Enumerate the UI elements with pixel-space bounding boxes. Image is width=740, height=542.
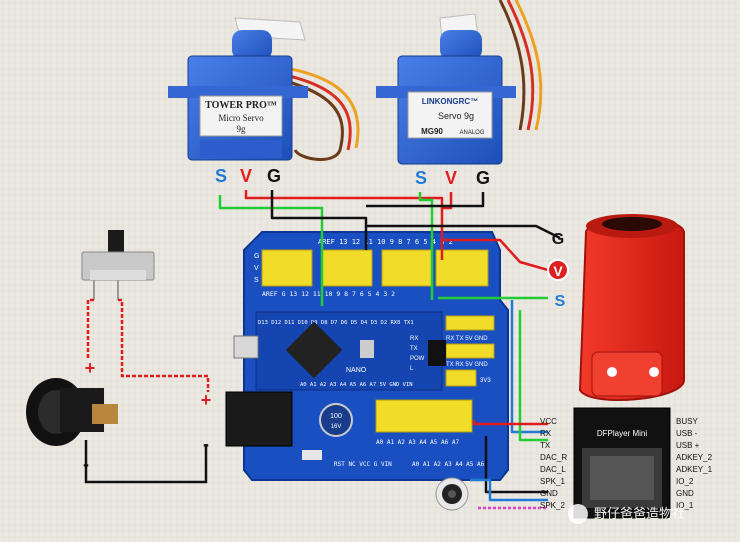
capacitor-voltage: 16V xyxy=(331,424,342,430)
switch-minus-label: - xyxy=(83,454,89,474)
serial-labels-top: RX TX 5V GND xyxy=(446,336,488,342)
nano-shield-board: AREF 13 12 11 10 9 8 7 6 5 4 3 2 G V S A… xyxy=(225,231,509,481)
df-pin-busy: BUSY xyxy=(676,417,698,426)
df-pin-tx: TX xyxy=(540,441,551,450)
switch-plus-label: + xyxy=(85,358,96,378)
red-module xyxy=(578,214,685,401)
red-module-ground-label: G xyxy=(552,231,564,248)
slide-switch xyxy=(81,230,155,300)
nano-side-label-rx: RX xyxy=(410,336,418,342)
servo-right-sub: ANALOG xyxy=(459,130,484,136)
red-module-voltage-label: V xyxy=(553,263,563,279)
dc-jack-socket xyxy=(26,378,118,446)
watermark: 野仔爸爸造物社 xyxy=(568,504,685,524)
shield-bottom-row2-text: A0 A1 A2 A3 A4 A5 A6 xyxy=(412,461,485,468)
jack-minus-label: - xyxy=(203,434,209,454)
servo-left: TOWER PRO™ Micro Servo 9g xyxy=(168,17,308,161)
red-module-voltage-badge xyxy=(547,259,569,281)
servo-left-signal-label: S xyxy=(215,166,227,186)
df-pin-spk2: SPK_2 xyxy=(540,501,565,510)
servo-right-code: MG90 xyxy=(421,127,443,136)
df-pin-io2: IO_2 xyxy=(676,477,694,486)
serial-header xyxy=(445,315,495,331)
wiring xyxy=(218,190,561,510)
v33-label: 3V3 xyxy=(480,378,491,384)
red-module-signal-label: S xyxy=(555,293,566,310)
analog-header xyxy=(375,399,473,433)
serial-label-tx: TX xyxy=(456,336,464,342)
df-pin-vcc: VCC xyxy=(540,417,557,426)
serial-label-rx: RX xyxy=(446,336,454,342)
servo-right-ground-label: G xyxy=(476,168,490,188)
capacitor xyxy=(319,403,353,437)
df-pin-adkey1: ADKEY_1 xyxy=(676,465,713,474)
df-pin-gnd-l: GND xyxy=(540,489,558,498)
serial2-label-5v: 5V xyxy=(465,362,472,368)
df-pin-spk1: SPK_1 xyxy=(540,477,565,486)
capacitor-value: 100 xyxy=(330,413,342,420)
power-wires xyxy=(84,298,210,484)
shield-row-label-s: S xyxy=(254,277,259,284)
nano-side-label-l: L xyxy=(410,366,414,372)
servo-left-weight: 9g xyxy=(237,124,247,134)
speaker xyxy=(435,477,469,511)
serial-label-gnd: GND xyxy=(474,336,488,342)
df-pin-usb-plus: USB + xyxy=(676,441,700,450)
servo-left-ground-label: G xyxy=(267,166,281,186)
shield-row-label-g: G xyxy=(254,253,259,260)
servo-left-brand: TOWER PRO™ xyxy=(205,100,277,111)
nano-analog-row-text: A0 A1 A2 A3 A4 A5 A6 A7 5V GND VIN xyxy=(300,382,413,388)
serial2-label-rx: RX xyxy=(455,362,463,368)
analog-row-text: A0 A1 A2 A3 A4 A5 A6 A7 xyxy=(376,439,459,446)
usb-connector xyxy=(233,335,259,359)
df-pin-dacl: DAC_L xyxy=(540,465,566,474)
dfplayer-left-pins: VCC RX TX DAC_R DAC_L SPK_1 GND SPK_2 xyxy=(540,417,567,510)
serial-labels-bottom: TX RX 5V GND xyxy=(446,362,488,368)
shield-row-label-v: V xyxy=(254,265,259,272)
servo-left-voltage-label: V xyxy=(240,166,252,186)
servo-right-voltage-label: V xyxy=(445,168,457,188)
servo-right-model: Servo 9g xyxy=(438,111,474,121)
serial-header-2 xyxy=(445,343,495,359)
shield-servo-headers xyxy=(261,249,489,287)
nano-side-label-tx: TX xyxy=(410,346,418,352)
servo-left-model: Micro Servo xyxy=(218,113,264,123)
shield-bottom-row-text: RST NC VCC G VIN xyxy=(334,461,392,468)
df-pin-dacr: DAC_R xyxy=(540,453,567,462)
df-pin-io1: IO_1 xyxy=(676,501,694,510)
nano-pin-row-text: D13 D12 D11 D10 D9 D8 D7 D6 D5 D4 D3 D2 … xyxy=(258,320,414,326)
servo-right-signal-label: S xyxy=(415,168,427,188)
servo-right-cable xyxy=(498,0,543,131)
df-pin-rx: RX xyxy=(540,429,552,438)
serial2-label-gnd: GND xyxy=(474,362,488,368)
dfplayer-right-pins: BUSY USB - USB + ADKEY_2 ADKEY_1 IO_2 GN… xyxy=(676,417,713,510)
shield-header-bottom-text: AREF G 13 12 11 10 9 8 7 6 5 4 3 2 xyxy=(262,290,395,298)
shield-header-top-text: AREF 13 12 11 10 9 8 7 6 5 4 3 2 xyxy=(318,238,453,246)
serial-label-5v: 5V xyxy=(465,336,472,342)
v33-header xyxy=(445,369,477,387)
nano-label: NANO xyxy=(346,367,367,374)
df-pin-usb-minus: USB - xyxy=(676,429,698,438)
jack-plus-label: + xyxy=(201,390,212,410)
dfplayer-module: DFPlayer Mini xyxy=(573,407,671,519)
watermark-text: 野仔爸爸造物社 xyxy=(594,506,685,522)
dfplayer-name: DFPlayer Mini xyxy=(597,429,647,438)
df-pin-adkey2: ADKEY_2 xyxy=(676,453,713,462)
dc-barrel-jack xyxy=(225,391,293,447)
servo-right-brand: LINKONGRC™ xyxy=(422,97,478,106)
serial2-label-tx: TX xyxy=(446,362,454,368)
nano-side-label-pow: POW xyxy=(410,356,425,362)
servo-right: LINKONGRC™ Servo 9g MG90 ANALOG xyxy=(376,13,516,165)
jumper-block xyxy=(428,340,446,366)
df-pin-gnd-r: GND xyxy=(676,489,694,498)
